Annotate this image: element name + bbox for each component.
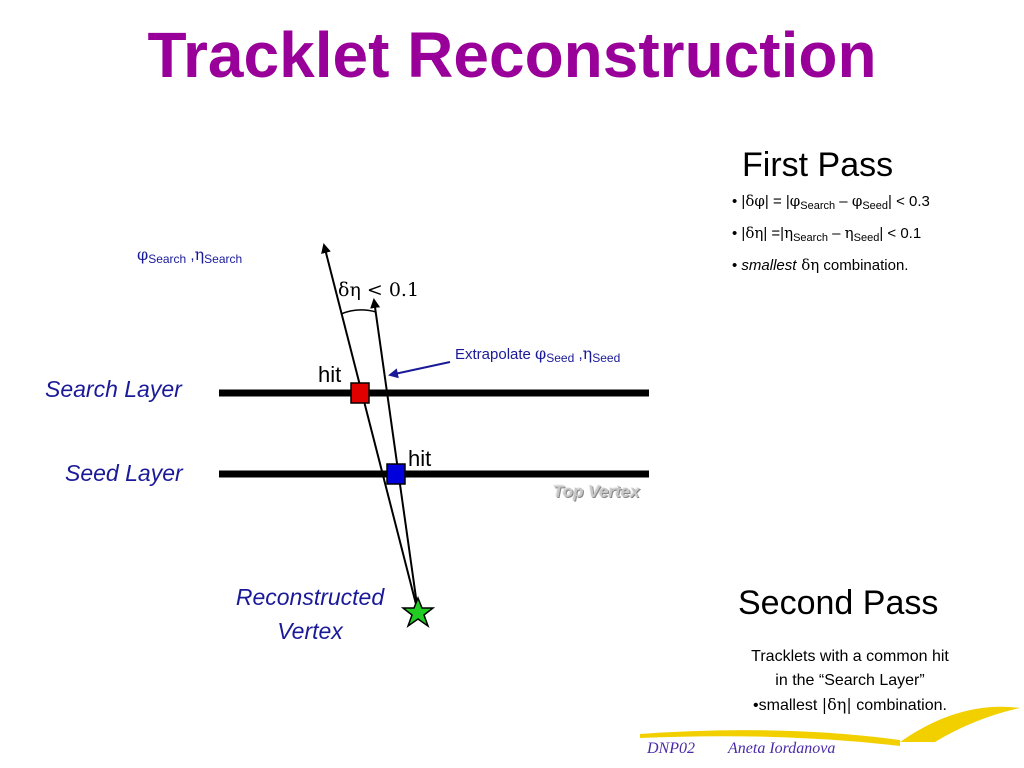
second-pass-description: Tracklets with a common hit in the “Sear… [716, 645, 984, 718]
seed-layer-label: Seed Layer [65, 460, 183, 486]
top-vertex-label: Top Vertex [553, 482, 640, 501]
criterion-dphi: • |δφ| = |φSearch – φSeed| < 0.3 [732, 192, 930, 212]
reco-vertex-line2: Vertex [277, 618, 343, 644]
second-pass-line1: Tracklets with a common hit [751, 648, 949, 665]
delta-eta-cut-label: δη < 0.1 [338, 279, 420, 301]
first-pass-criteria: • |δφ| = |φSearch – φSeed| < 0.3 • |δη| … [732, 188, 1022, 279]
criterion-smallest: • smallest δη combination. [732, 256, 909, 274]
criterion-deta: • |δη| =|ηSearch – ηSeed| < 0.1 [732, 224, 922, 244]
second-pass-line3: •smallest |δη| combination. [753, 695, 947, 714]
extrapolate-label: Extrapolate φSeed ,ηSeed [455, 344, 621, 365]
delta-eta-arc [340, 309, 377, 315]
seed-hit-label: hit [408, 446, 432, 471]
first-pass-heading: First Pass [742, 146, 894, 184]
slide-title: Tracklet Reconstruction [147, 19, 877, 91]
search-hit-marker [350, 382, 370, 404]
seed-hit-marker [386, 463, 406, 485]
footer-swoosh-tail [640, 730, 900, 746]
search-track-line [321, 243, 419, 613]
footer-conference: DNP02 [647, 740, 695, 757]
footer-swoosh [900, 706, 1020, 742]
seed-extrapolation-line [370, 298, 419, 613]
footer-author: Aneta Iordanova [728, 740, 836, 757]
extrapolate-arrow [388, 361, 451, 379]
reconstructed-vertex-star [400, 595, 436, 628]
second-pass-line2: in the “Search Layer” [775, 672, 925, 689]
reconstructed-vertex-label: Reconstructed Vertex [210, 580, 410, 648]
second-pass-heading: Second Pass [738, 584, 939, 622]
search-layer-label: Search Layer [45, 376, 182, 402]
reco-vertex-line1: Reconstructed [235, 584, 385, 610]
search-coords-label: φSearch ,ηSearch [137, 245, 243, 266]
search-hit-label: hit [318, 362, 342, 387]
